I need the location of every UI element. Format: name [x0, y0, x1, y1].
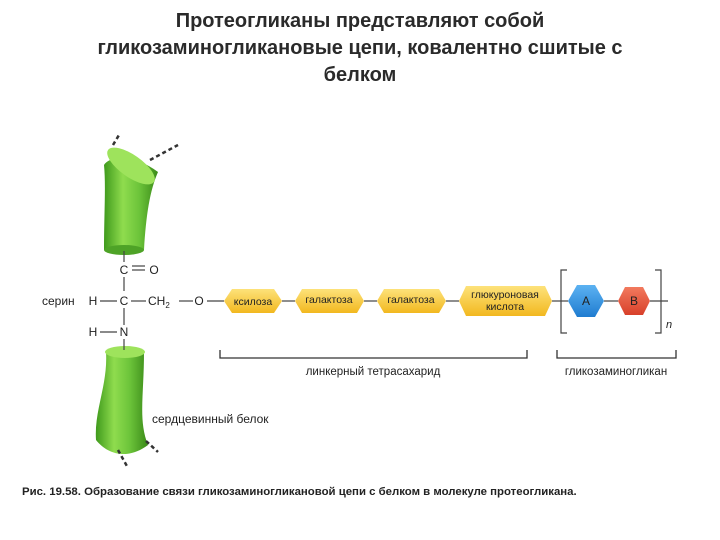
core-protein-bottom-segment: [95, 346, 159, 469]
galactose-label-2: галактоза: [387, 294, 434, 306]
figure-caption: Рис. 19.58. Образование связи гликозамин…: [22, 486, 712, 498]
glycosaminoglycan-repeat: n A B гликозаминогликан: [556, 269, 677, 378]
title-line-1: Протеогликаны представляют собой: [175, 10, 545, 32]
ch2-group: CH2: [148, 294, 170, 310]
chain-continuation-dashes: [149, 143, 179, 162]
core-protein-label: сердцевинный белок: [152, 412, 269, 426]
alpha-carbon: C: [120, 294, 129, 308]
galactose-label-1: галактоза: [305, 294, 352, 306]
gag-bracket-label: гликозаминогликан: [565, 366, 667, 378]
serine-structure: C O серин H C CH2 O H N: [42, 251, 224, 350]
galactose-unit-2: галактоза: [377, 289, 446, 313]
title-line-2: гликозаминогликановые цепи, ковалентно с…: [97, 37, 623, 59]
glucuronic-label-line-1: глюкуроновая: [471, 289, 539, 301]
linker-bracket-label: линкерный тетрасахарид: [306, 366, 441, 378]
unit-a: A: [568, 285, 604, 317]
xylose-label: ксилоза: [234, 296, 273, 308]
glucuronic-label-line-2: кислота: [486, 301, 524, 313]
carbonyl-oxygen: O: [149, 263, 158, 277]
repeat-bracket-left: [560, 269, 567, 334]
amide-hydrogen: H: [89, 325, 98, 339]
alpha-hydrogen: H: [89, 294, 98, 308]
repeat-count-n: n: [666, 319, 672, 331]
serine-label: серин: [42, 294, 75, 308]
unit-b: B: [618, 287, 650, 315]
glucuronic-acid-unit: глюкуроновая кислота: [459, 286, 552, 316]
unit-a-label: A: [582, 294, 590, 308]
linker-tetrasaccharide: ксилоза галактоза галактоза глюкуроновая…: [219, 286, 568, 378]
xylose-unit: ксилоза: [224, 289, 282, 313]
title-line-3: белком: [323, 64, 397, 86]
galactose-unit-1: галактоза: [295, 289, 364, 313]
core-protein-top-segment: [104, 134, 179, 255]
caption-prefix: Рис. 19.58.: [22, 486, 81, 498]
carbonyl-carbon: C: [120, 263, 129, 277]
page-title: Протеогликаны представляют собой гликоза…: [20, 8, 700, 89]
gag-bracket: [556, 350, 677, 359]
unit-b-label: B: [630, 294, 638, 308]
linker-bracket: [219, 350, 528, 359]
caption-text: Образование связи гликозаминогликановой …: [84, 486, 577, 498]
linking-oxygen: O: [194, 294, 203, 308]
amide-nitrogen: N: [120, 325, 129, 339]
